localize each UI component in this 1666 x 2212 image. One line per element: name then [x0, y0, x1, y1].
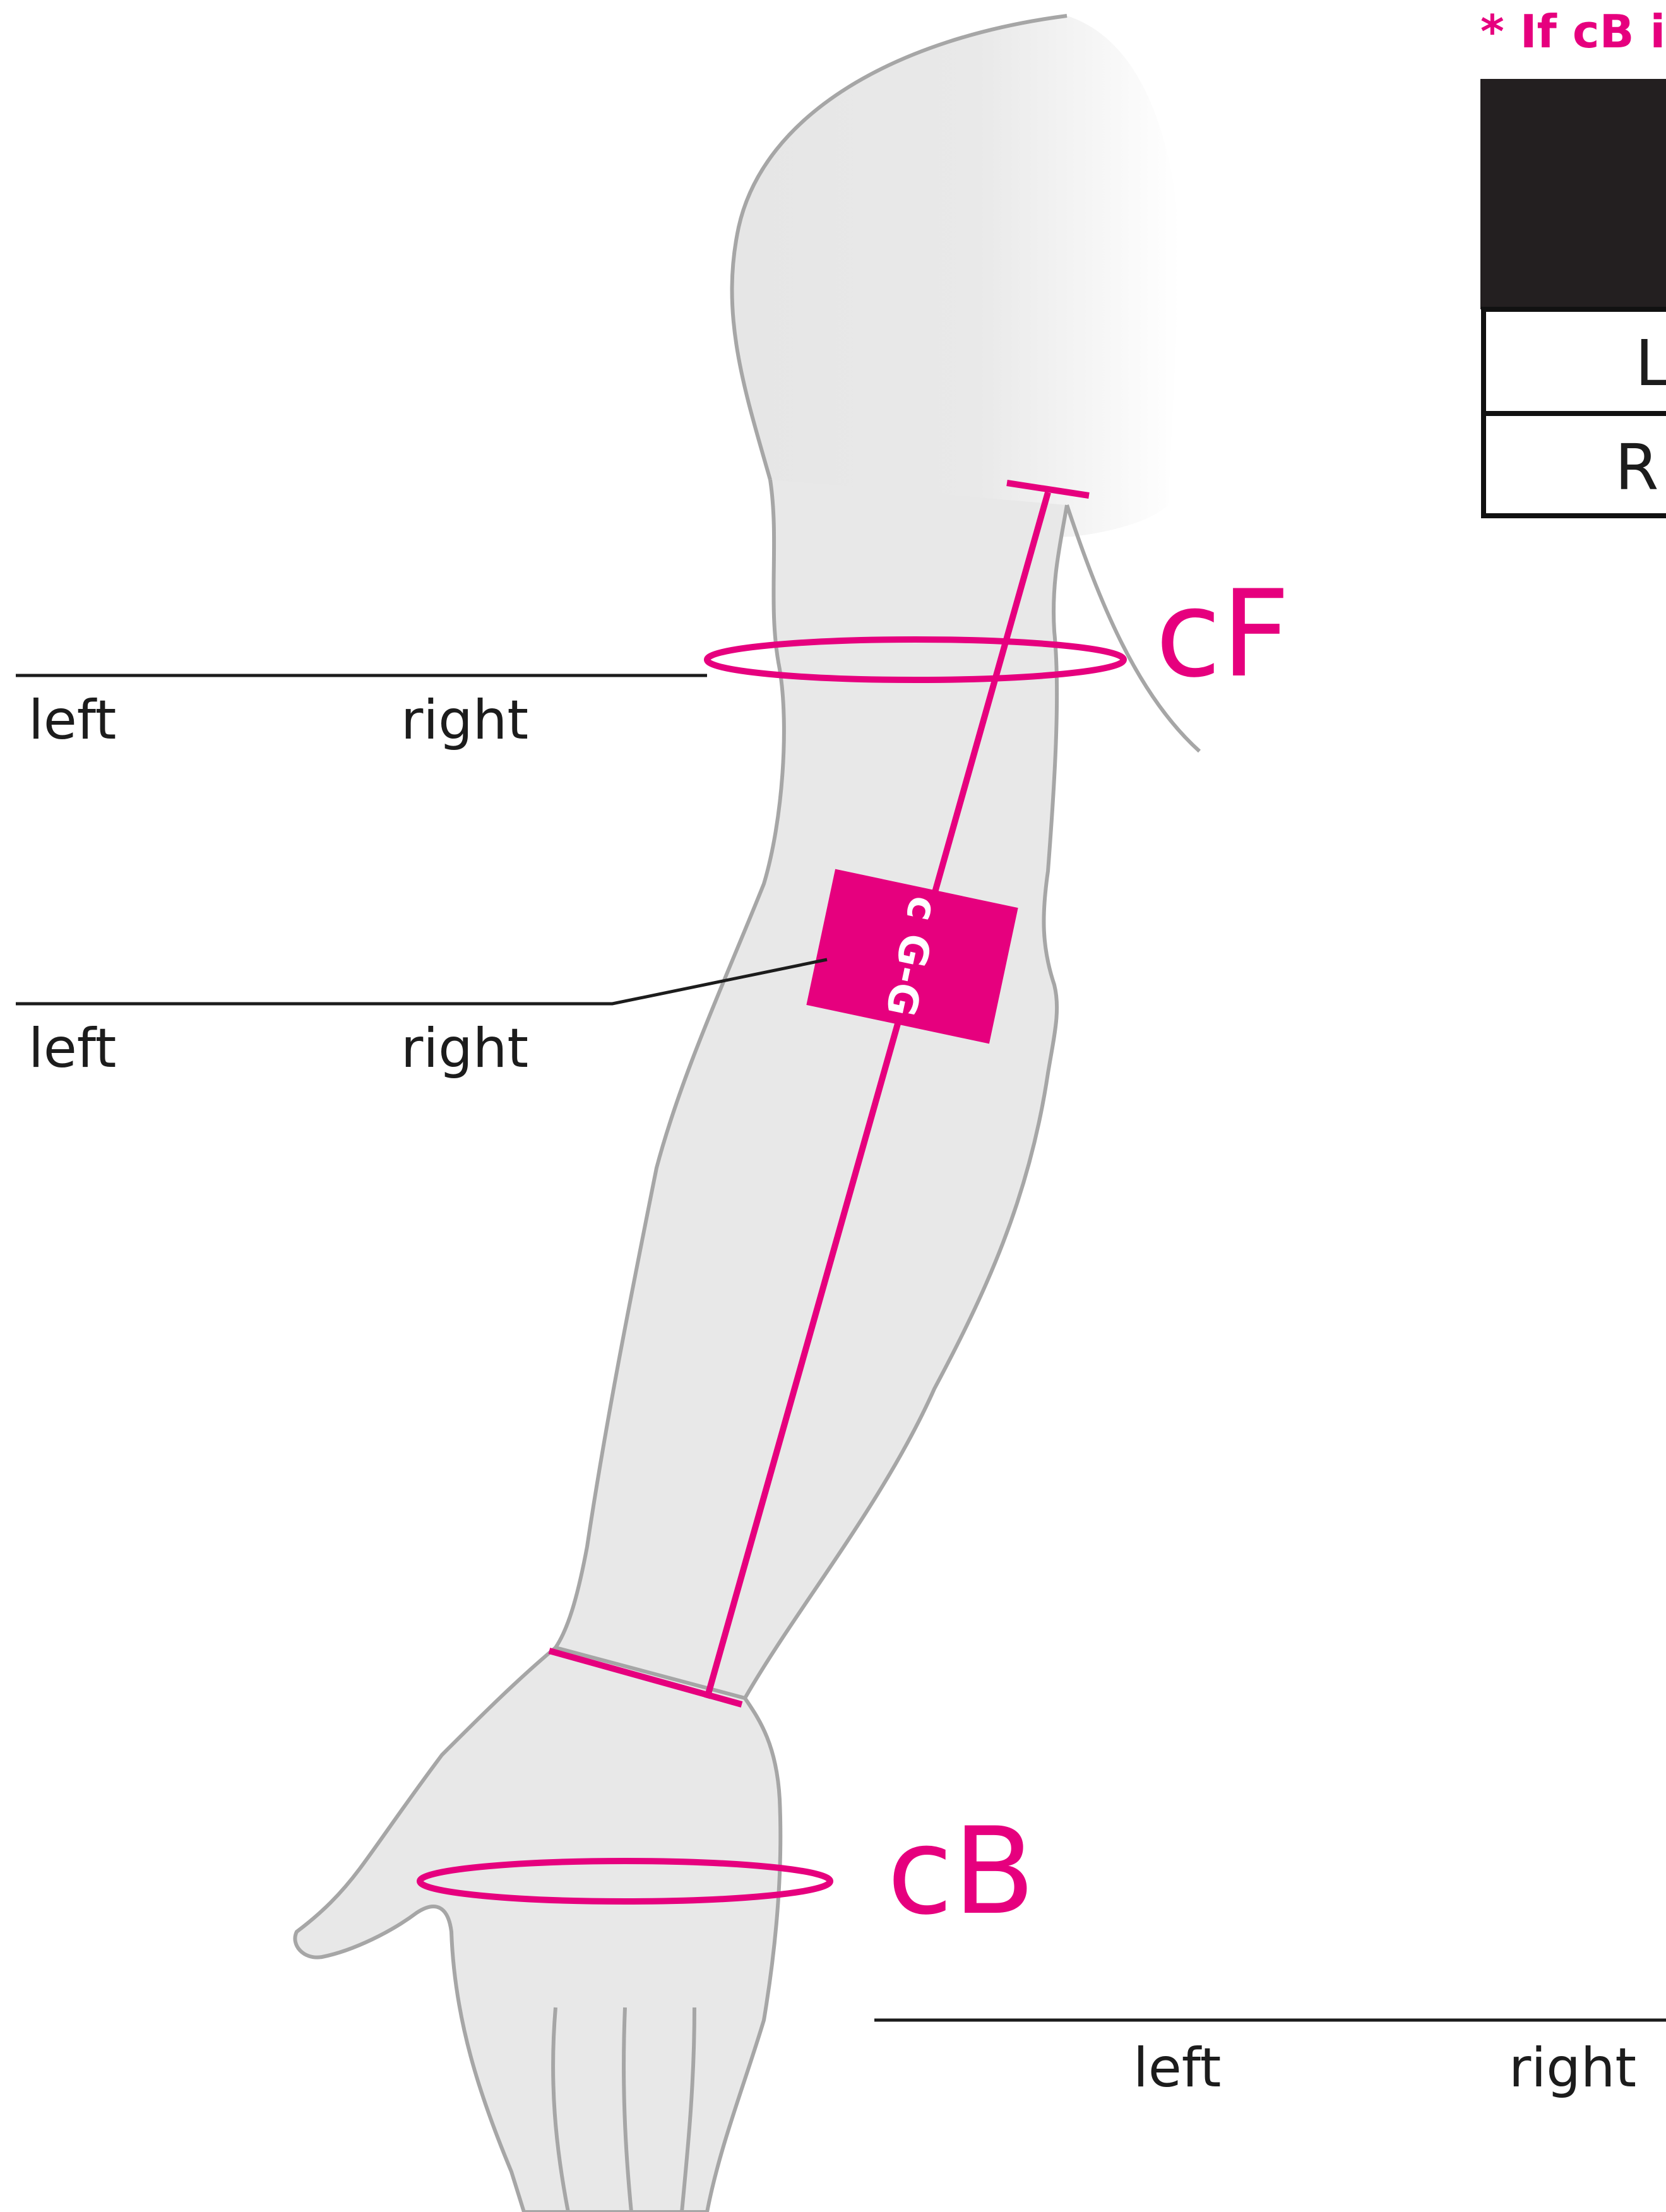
field-1-right-label: right: [401, 689, 528, 752]
field-1-left-label: left: [28, 689, 116, 752]
cb-note: * If cB i: [1480, 5, 1665, 58]
table-row-R-label: R: [1615, 431, 1658, 504]
field-2-right-label: right: [401, 1017, 528, 1080]
cF-label: cF: [1155, 564, 1290, 704]
hand: [295, 1648, 780, 2212]
arm-illustration: [295, 16, 1199, 2212]
shoulder: [732, 16, 1181, 537]
field-3-right-label: right: [1509, 2037, 1636, 2100]
table-header: [1480, 79, 1666, 309]
size-table-section: * If cB i L R: [1480, 5, 1666, 516]
field-2-left-label: left: [28, 1017, 116, 1080]
field-2-line[interactable]: [16, 960, 827, 1004]
arm-body: [556, 480, 1067, 1698]
cB-label: cB: [887, 1802, 1035, 1941]
field-3-left-label: left: [1133, 2037, 1221, 2100]
table-row-L-label: L: [1635, 326, 1666, 400]
